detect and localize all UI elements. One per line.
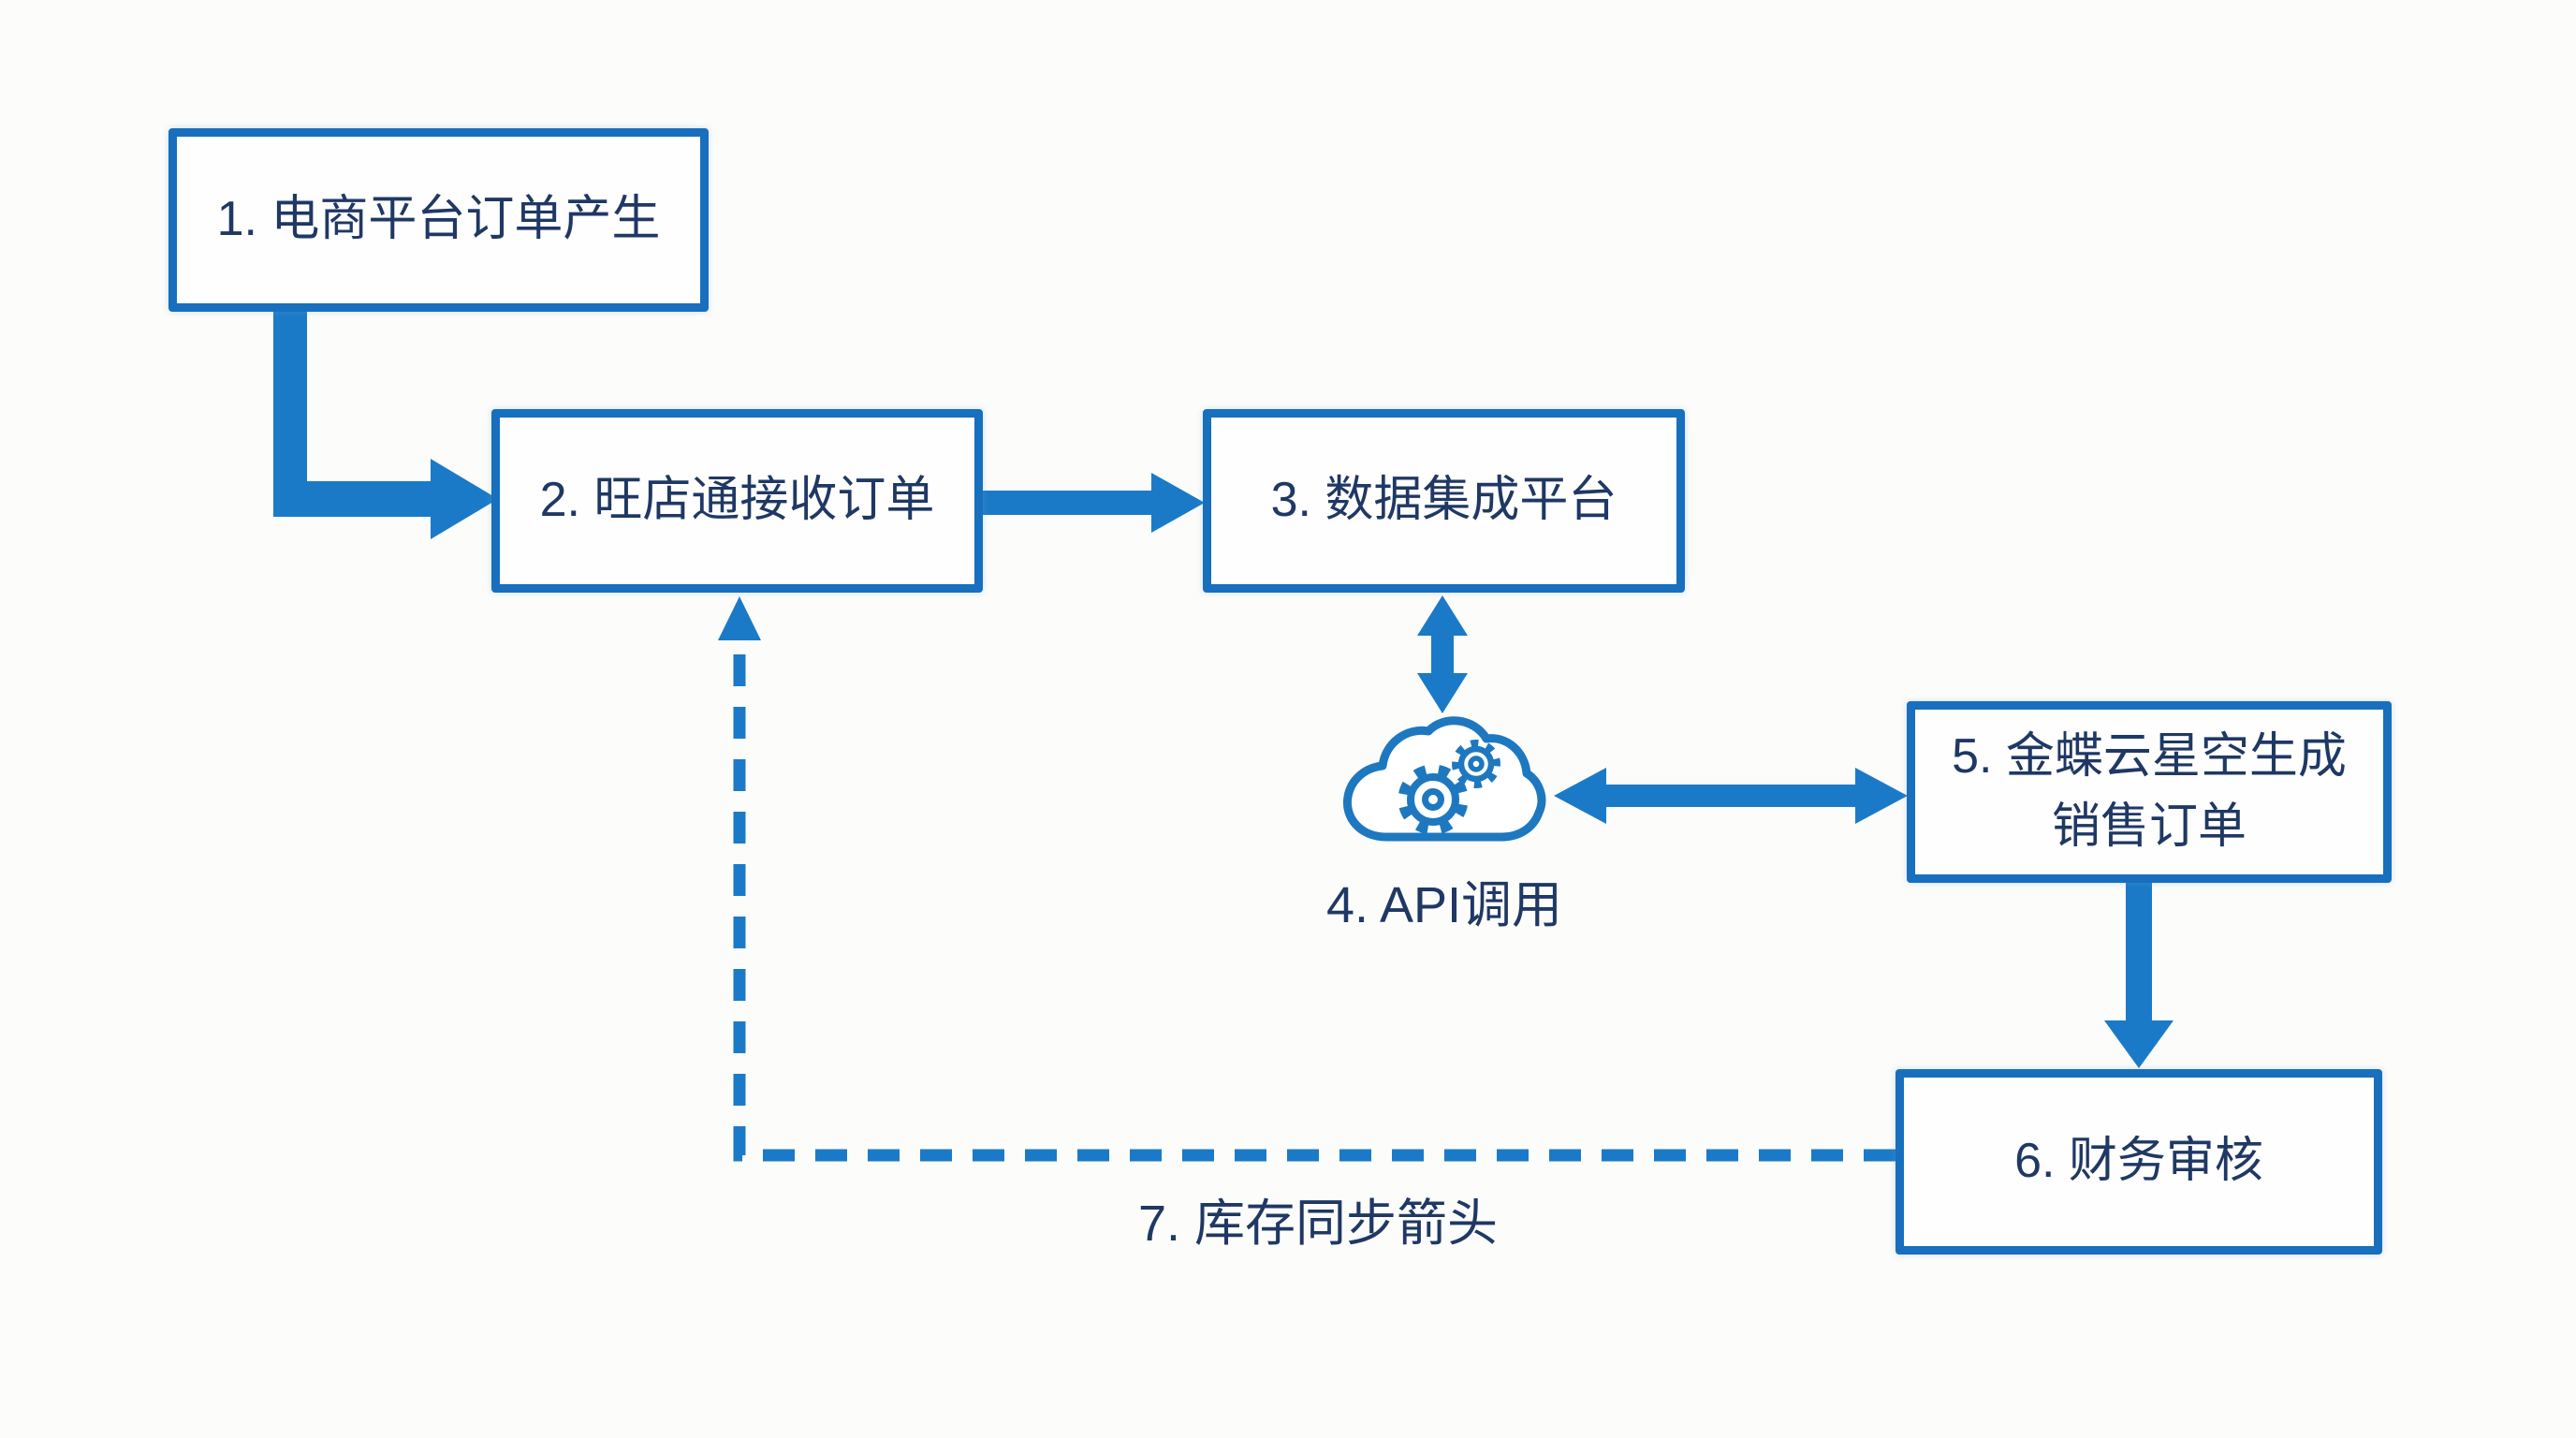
inventory-sync-label: 7. 库存同步箭头 xyxy=(1137,1196,1499,1252)
node-box-wangdiantong-receive: 2. 旺店通接收订单 xyxy=(491,409,983,593)
node-box-kingdee-sales-order: 5. 金蝶云星空生成 销售订单 xyxy=(1907,701,2392,883)
node-label: 1. 电商平台订单产生 xyxy=(216,192,661,247)
api-call-label: 4. API调用 xyxy=(1325,877,1563,933)
node-box-finance-review: 6. 财务审核 xyxy=(1895,1069,2382,1255)
node-box-data-integration: 3. 数据集成平台 xyxy=(1203,409,1685,593)
node-label: 5. 金蝶云星空生成 销售订单 xyxy=(1952,722,2347,863)
gear-icon-large xyxy=(1398,764,1469,835)
arrow-3-to-api xyxy=(1417,595,1468,713)
arrow-api-to-5 xyxy=(1554,768,1908,824)
cloud-gears-icon xyxy=(1342,716,1546,842)
arrow-2-to-3 xyxy=(978,473,1205,533)
arrow-5-to-6 xyxy=(2104,881,2174,1068)
node-label-line1: 5. 金蝶云星空生成 xyxy=(1952,728,2347,784)
node-label-line2: 销售订单 xyxy=(2051,800,2247,854)
node-label: 6. 财务审核 xyxy=(2014,1134,2263,1189)
dashed-arrowhead xyxy=(718,596,761,640)
node-label: 3. 数据集成平台 xyxy=(1270,473,1617,528)
arrow-1-to-2 xyxy=(273,304,498,539)
dashed-arrow-6-to-2 xyxy=(733,633,1895,1162)
gear-icon-small xyxy=(1452,740,1500,788)
node-box-ecommerce-order: 1. 电商平台订单产生 xyxy=(168,128,709,312)
node-label: 2. 旺店通接收订单 xyxy=(539,473,935,528)
